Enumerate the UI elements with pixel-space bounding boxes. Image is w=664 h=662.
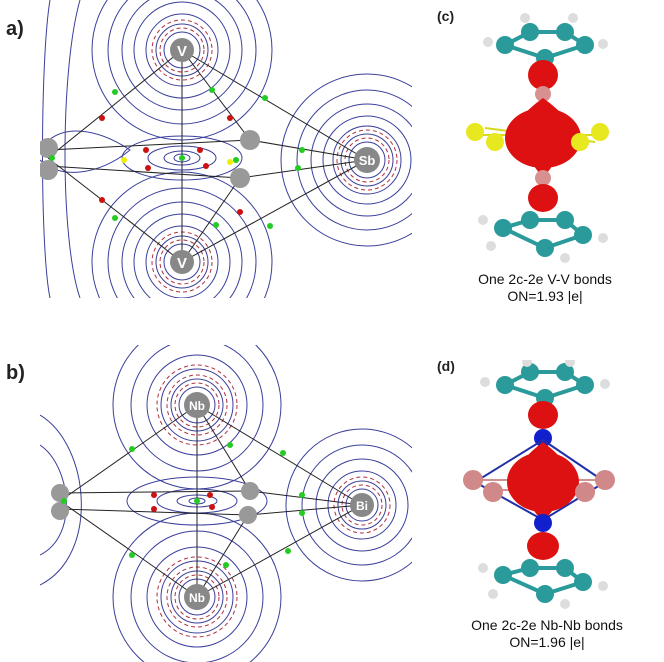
panel-c-label: (c) [437, 8, 455, 24]
panel-c-caption-line1: One 2c-2e V-V bonds [478, 271, 612, 287]
panel-b-label: b) [6, 362, 25, 384]
panel-d-caption: One 2c-2e Nb-Nb bonds ON=1.96 |e| [452, 617, 642, 651]
panel-d-orbital-render [463, 360, 615, 609]
atom-label-b-top: Nb [189, 399, 205, 413]
panel-b-contour-map: Nb Nb Bi [40, 345, 412, 662]
atom-label-a-right: Sb [359, 153, 376, 168]
panel-d-caption-line1: One 2c-2e Nb-Nb bonds [471, 617, 623, 633]
panel-d-caption-line2: ON=1.96 |e| [509, 634, 585, 650]
panel-c-orbital-render [466, 13, 609, 263]
atom-spheres [40, 38, 380, 274]
atom-label-a-bottom: V [177, 255, 187, 272]
atom-label-a-top: V [177, 43, 187, 60]
atom-label-b-bottom: Nb [189, 591, 205, 605]
panel-c-caption: One 2c-2e V-V bonds ON=1.93 |e| [455, 271, 635, 305]
panel-d-label: (d) [437, 358, 455, 374]
atom-label-b-right: Bi [356, 499, 368, 513]
panel-a-contour-map: V V Sb [40, 0, 412, 298]
panel-c-caption-line2: ON=1.93 |e| [507, 288, 583, 304]
panel-a-label: a) [6, 18, 24, 40]
